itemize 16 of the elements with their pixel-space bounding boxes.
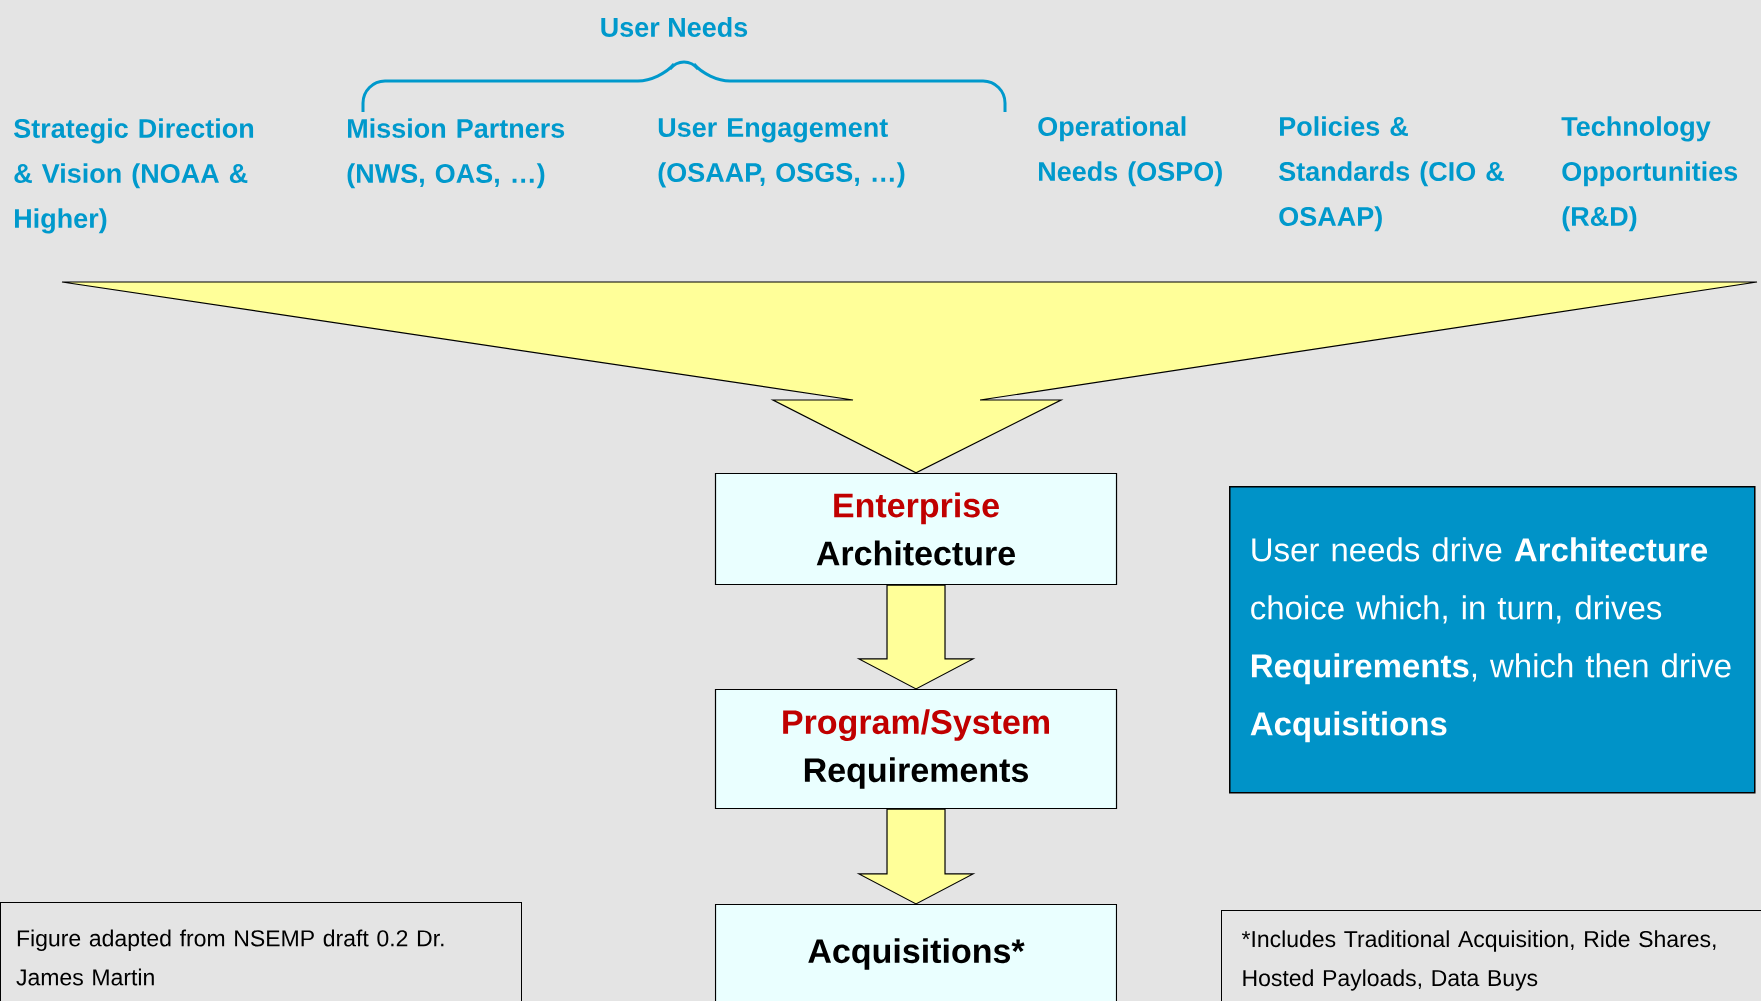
process-box: Enterprise Architecture (714, 472, 1118, 586)
citation-box: Figure adapted from NSEMP draft 0.2 Dr. James Martin (0, 902, 522, 1001)
source-label: Technology Opportunities (R&D) (1561, 116, 1738, 232)
note-box: User needs drive Architecture choice which, in turn, drives Requirements, which then drive Acquisitions (1229, 486, 1756, 794)
group-label: User Needs (601, 17, 748, 37)
process-box: Acquisitions* (714, 903, 1118, 1001)
funnel-arrow (61, 281, 1758, 474)
source-label: User Engagement (OSAAP, OSGS, …) (658, 118, 905, 188)
source-label: Mission Partners (NWS, OAS, …) (347, 118, 565, 189)
block-arrow (856, 584, 976, 690)
process-box: Program/System Requirements (714, 688, 1118, 810)
footnote-box: *Includes Traditional Acquisition, Ride Shares, Hosted Payloads, Data Buys (1221, 910, 1761, 1001)
source-label: Strategic Direction & Vision (NOAA & Higher) (14, 118, 254, 234)
source-label: Operational Needs (OSPO) (1038, 116, 1222, 187)
source-label: Policies & Standards (CIO & OSAAP) (1279, 116, 1504, 232)
block-arrow (856, 808, 976, 905)
